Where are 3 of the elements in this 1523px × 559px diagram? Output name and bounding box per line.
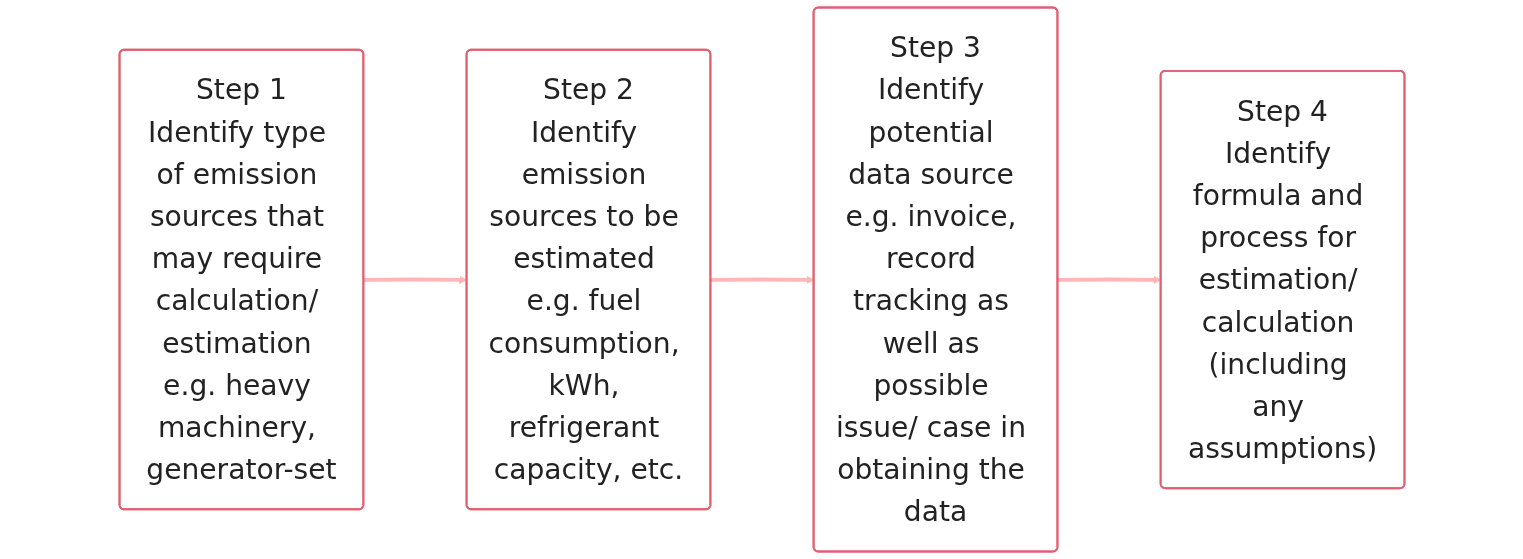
arrow bbox=[363, 275, 467, 285]
arrow bbox=[710, 275, 814, 285]
arrow bbox=[1057, 275, 1161, 285]
